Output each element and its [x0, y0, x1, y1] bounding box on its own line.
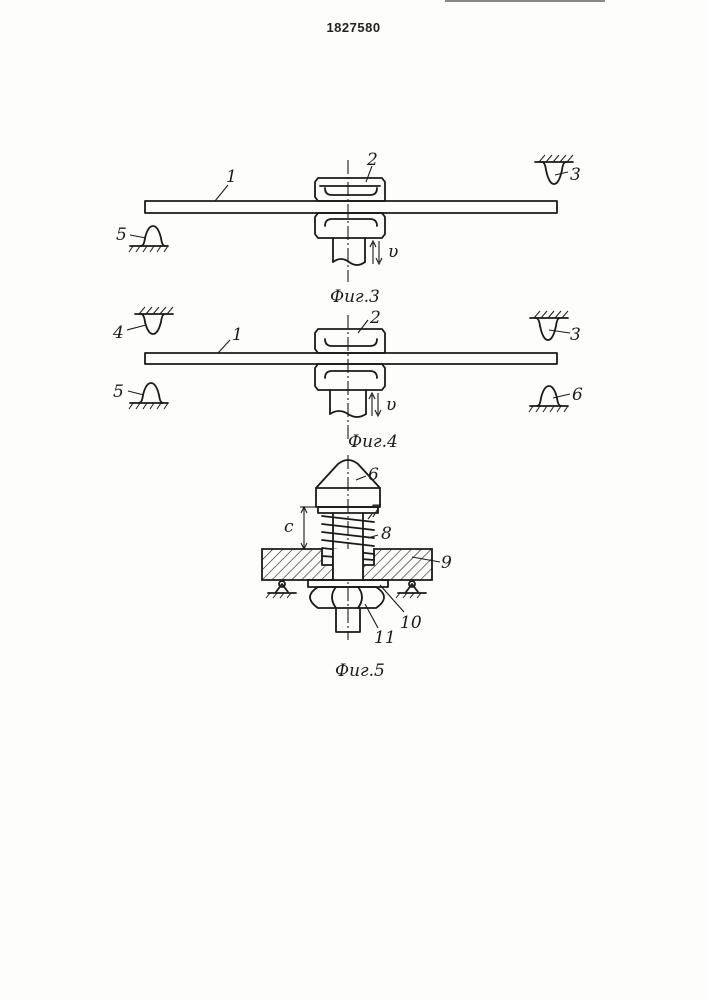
figure-4: υ 1 2 3 [112, 307, 583, 452]
fig3-label-upper-stop: 3 [570, 165, 581, 185]
fig4-label-plate: 1 [232, 325, 243, 345]
fig4-plate [145, 353, 557, 364]
fig3-lower-stop [129, 226, 168, 252]
fig4-lower-stop-left [128, 383, 168, 409]
fig4-label-speed: υ [386, 395, 396, 415]
fig4-upper-stop-left [127, 307, 173, 334]
fig4-caption: Фиг.4 [348, 432, 398, 452]
fig3-upper-stop [535, 155, 573, 184]
fig4-label-lower-stop-left: 5 [113, 382, 124, 402]
fig5-label-gap: c [284, 517, 294, 537]
fig5-label-nut: 11 [374, 628, 396, 648]
fig5-label-spring: 8 [381, 524, 392, 544]
fig5-right-support [396, 581, 426, 598]
fig5-caption: Фиг.5 [335, 661, 385, 681]
fig3-label-speed: υ [388, 242, 398, 262]
fig3-label-plate: 1 [226, 167, 237, 187]
fig3-speed-arrow [370, 241, 382, 264]
figure-5: c [262, 455, 452, 681]
fig4-label-lower-stop-right: 6 [572, 385, 583, 405]
fig5-gap-dimension [300, 507, 320, 549]
fig3-label-roller: 2 [366, 150, 378, 170]
fig4-speed-arrow [369, 393, 381, 416]
fig4-label-roller: 2 [369, 308, 381, 328]
fig4-label-upper-stop-left: 4 [112, 323, 124, 343]
fig3-label-lower-stop: 5 [116, 225, 127, 245]
figure-3: υ 1 2 3 [116, 150, 581, 307]
fig3-shaft [333, 238, 365, 262]
fig5-label-tip: 6 [368, 465, 379, 485]
fig5-label-washer: 7 [370, 502, 381, 522]
fig3-plate [145, 201, 557, 213]
fig4-lower-stop-right [529, 386, 570, 412]
fig5-base [262, 549, 432, 580]
fig5-left-support [266, 581, 296, 598]
fig5-nut [310, 587, 384, 608]
fig5-label-washer-lower: 10 [400, 613, 422, 633]
fig4-label-upper-stop-right: 3 [570, 325, 581, 345]
fig4-upper-stop-right [530, 311, 570, 340]
fig5-label-base: 9 [441, 553, 452, 573]
fig3-caption: Фиг.3 [330, 287, 380, 307]
